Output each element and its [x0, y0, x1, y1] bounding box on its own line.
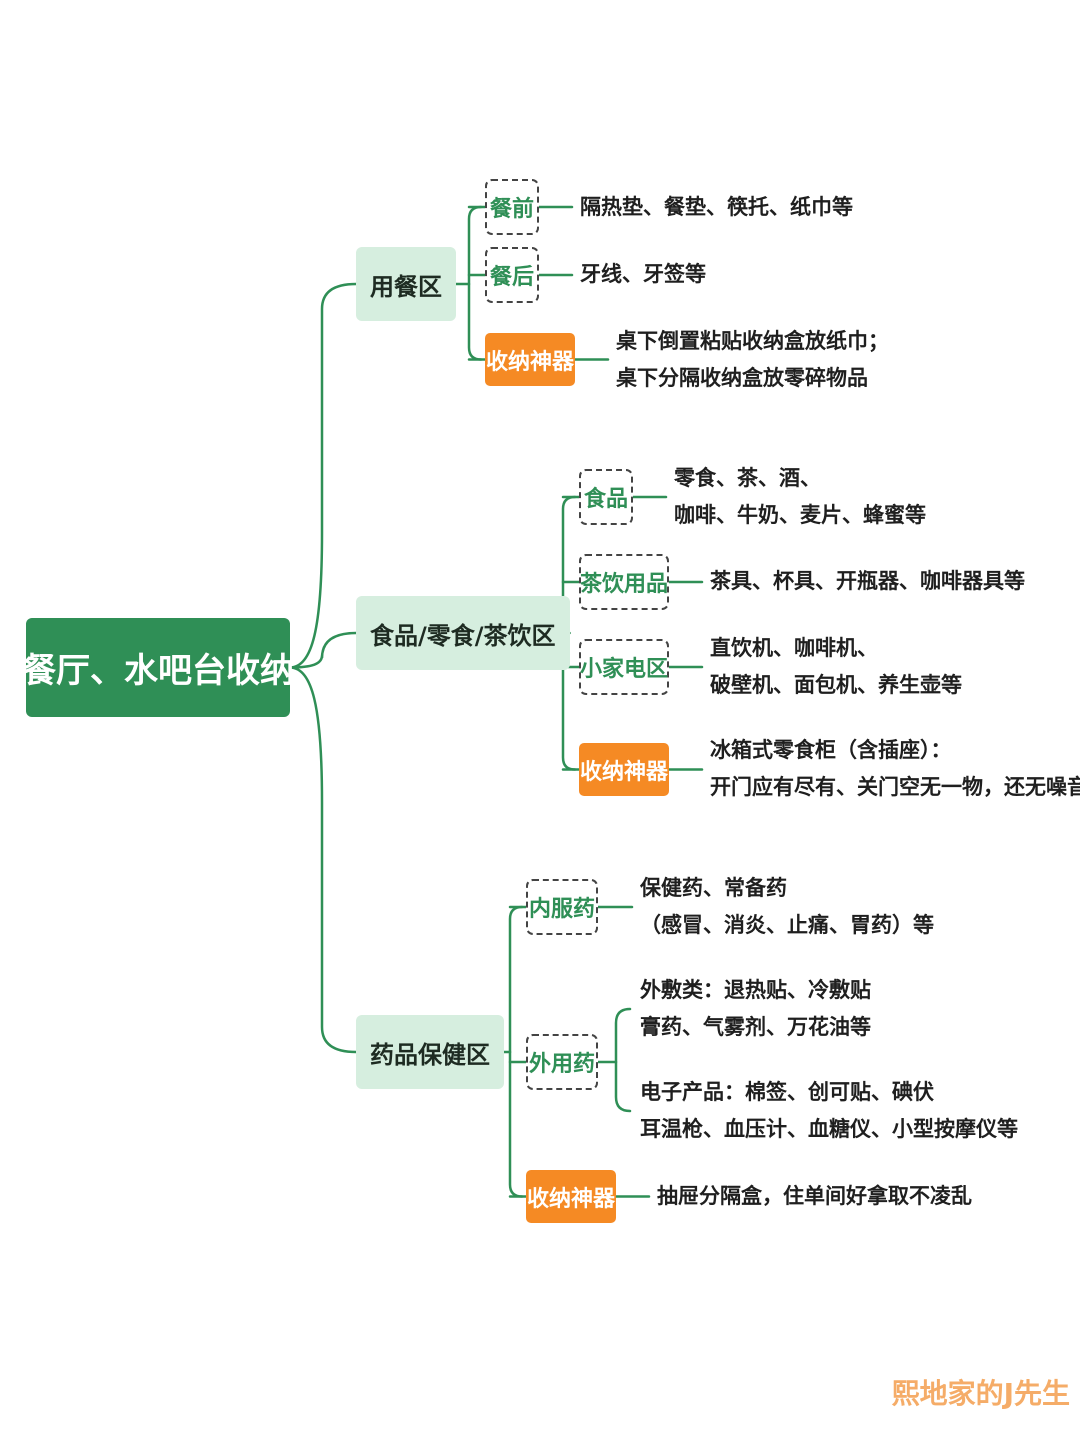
s2-bracket-connector — [508, 905, 524, 1198]
tag-before-meal: 餐前 — [485, 179, 539, 235]
desc-line: 茶具、杯具、开瓶器、咖啡器具等 — [710, 569, 1025, 593]
desc-line: 冰箱式零食柜（含插座）： — [710, 738, 952, 762]
section-food-drink-area: 食品/零食/茶饮区 — [356, 596, 570, 670]
desc-after-meal: 牙线、牙签等 — [580, 256, 706, 293]
root-to-section-0-connector — [288, 282, 358, 669]
desc-line: 抽屉分隔盒，住单间好拿取不凌乱 — [657, 1184, 972, 1208]
desc-line: 直饮机、咖啡机、 — [710, 636, 878, 660]
root-node: 餐厅、水吧台收纳 — [22, 618, 294, 717]
watermark: 熙地家的J先生 — [891, 1377, 1070, 1410]
section-medicine-area: 药品保健区 — [356, 1015, 504, 1089]
desc-line: 隔热垫、餐垫、筷托、纸巾等 — [580, 195, 853, 219]
tag-internal-medicine: 内服药 — [526, 879, 598, 935]
desc-line: 破壁机、面包机、养生壶等 — [710, 673, 962, 697]
section-dining-area: 用餐区 — [356, 247, 456, 321]
desc-external-medicine-group-1: 外敷类：退热贴、冷敷贴 膏药、气雾剂、万花油等 — [640, 972, 871, 1046]
desc-line: 桌下倒置粘贴收纳盒放纸巾； — [616, 329, 889, 353]
desc-line: 零食、茶、酒、 — [674, 466, 821, 490]
tag-external-medicine: 外用药 — [526, 1034, 598, 1090]
desc-line: 外敷类：退热贴、冷敷贴 — [640, 978, 871, 1002]
tool-dining-area: 收纳神器 — [485, 333, 575, 386]
desc-line: 咖啡、牛奶、麦片、蜂蜜等 — [674, 503, 926, 527]
desc-internal-medicine: 保健药、常备药 （感冒、消炎、止痛、胃药）等 — [640, 870, 934, 944]
desc-line: 保健药、常备药 — [640, 876, 787, 900]
desc-tool-dining-area: 桌下倒置粘贴收纳盒放纸巾； 桌下分隔收纳盒放零碎物品 — [616, 323, 889, 397]
tag-small-appliances: 小家电区 — [579, 639, 669, 695]
desc-line: 桌下分隔收纳盒放零碎物品 — [616, 366, 868, 390]
desc-line: （感冒、消炎、止痛、胃药）等 — [640, 913, 934, 937]
desc-tea-utensils: 茶具、杯具、开瓶器、咖啡器具等 — [710, 563, 1025, 600]
s0-bracket-connector — [467, 205, 483, 361]
tool-medicine-area: 收纳神器 — [526, 1170, 616, 1223]
tag-after-meal: 餐后 — [485, 247, 539, 303]
desc-line: 电子产品：棉签、创可贴、碘伏 — [640, 1080, 934, 1104]
desc-tool-food-drink-area: 冰箱式零食柜（含插座）： 开门应有尽有、关门空无一物，还无噪音 — [710, 732, 1080, 806]
desc-small-appliances: 直饮机、咖啡机、 破壁机、面包机、养生壶等 — [710, 630, 962, 704]
tool-food-drink-area: 收纳神器 — [579, 743, 669, 796]
external-bracket-connector — [614, 1007, 632, 1113]
desc-line: 耳温枪、血压计、血糖仪、小型按摩仪等 — [640, 1117, 1018, 1141]
desc-food: 零食、茶、酒、 咖啡、牛奶、麦片、蜂蜜等 — [674, 460, 926, 534]
desc-line: 膏药、气雾剂、万花油等 — [640, 1015, 871, 1039]
desc-external-medicine-group-2: 电子产品：棉签、创可贴、碘伏 耳温枪、血压计、血糖仪、小型按摩仪等 — [640, 1074, 1018, 1148]
tag-food: 食品 — [579, 469, 633, 525]
desc-line: 牙线、牙签等 — [580, 262, 706, 286]
root-to-section-2-connector — [288, 666, 358, 1054]
desc-tool-medicine-area: 抽屉分隔盒，住单间好拿取不凌乱 — [657, 1178, 972, 1215]
root-to-section-1-connector — [288, 631, 358, 669]
desc-line: 开门应有尽有、关门空无一物，还无噪音 — [710, 775, 1080, 799]
tag-tea-utensils: 茶饮用品 — [579, 554, 669, 610]
desc-before-meal: 隔热垫、餐垫、筷托、纸巾等 — [580, 189, 853, 226]
